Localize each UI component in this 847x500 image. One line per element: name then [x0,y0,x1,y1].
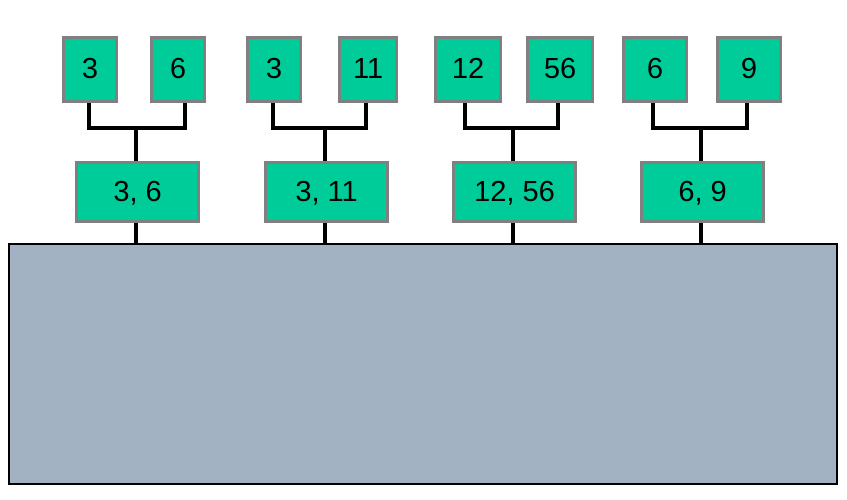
leaf-node-7: 6 [622,36,688,103]
merged-node-4: 6, 9 [640,161,765,223]
merged-to-panel-stem-2 [323,223,327,245]
bracket-drop-left-1 [87,103,91,128]
bracket-stem-1 [134,128,138,161]
bracket-drop-right-4 [745,103,749,128]
bracket-drop-left-3 [463,103,467,128]
bracket-drop-right-2 [364,103,368,128]
merged-node-1: 3, 6 [75,161,200,223]
bracket-stem-4 [699,128,703,161]
bracket-stem-3 [511,128,515,161]
merged-to-panel-stem-4 [699,223,703,245]
bracket-drop-right-3 [556,103,560,128]
bracket-drop-left-4 [651,103,655,128]
bracket-drop-right-1 [183,103,187,128]
leaf-node-6: 56 [526,36,594,103]
leaf-node-1: 3 [62,36,118,103]
leaf-node-8: 9 [716,36,782,103]
merged-node-3: 12, 56 [452,161,577,223]
bracket-stem-2 [323,128,327,161]
bracket-bar-2 [271,126,368,130]
bracket-drop-left-2 [271,103,275,128]
leaf-node-5: 12 [434,36,502,103]
merged-node-2: 3, 11 [264,161,389,223]
leaf-node-3: 3 [246,36,302,103]
merged-to-panel-stem-1 [134,223,138,245]
merged-to-panel-stem-3 [511,223,515,245]
result-region-panel [8,243,838,485]
leaf-node-4: 11 [338,36,398,103]
leaf-node-2: 6 [150,36,206,103]
